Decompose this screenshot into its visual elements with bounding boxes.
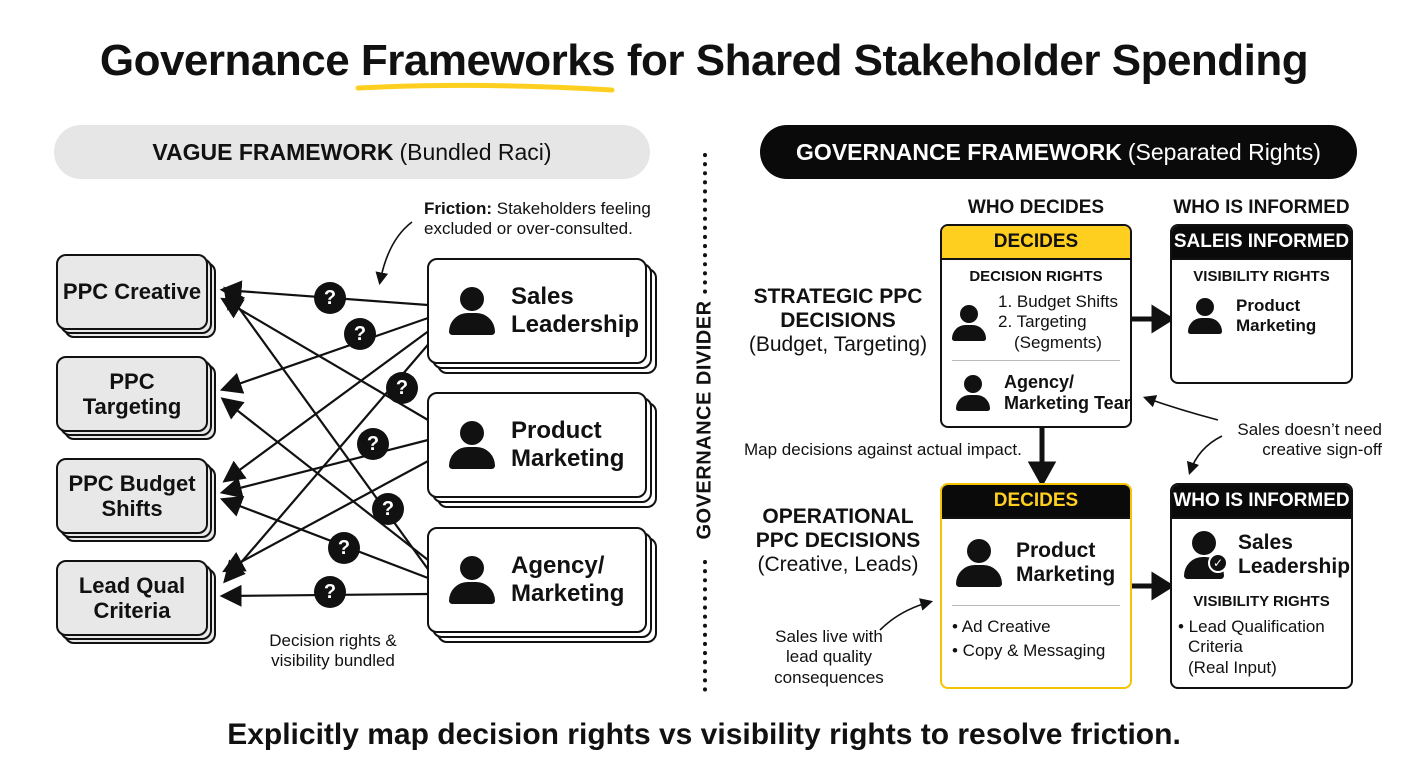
person-icon bbox=[449, 421, 495, 469]
decision-item: 2. Targeting bbox=[998, 312, 1087, 332]
title-part: for Shared Stakeholder Spending bbox=[615, 36, 1309, 85]
task-ppc-creative: PPC Creative bbox=[56, 254, 218, 338]
visibility-item: Criteria bbox=[1188, 637, 1243, 657]
question-icon: ? bbox=[386, 372, 418, 404]
person-icon bbox=[956, 374, 990, 411]
operational-decides-box: DECIDES Product Marketing • Ad Creative … bbox=[940, 483, 1132, 689]
visibility-rights-label: VISIBILITY RIGHTS bbox=[1193, 268, 1330, 285]
informed-header: WHO IS INFORMED bbox=[1172, 485, 1351, 519]
decider-label: Product Marketing bbox=[1016, 539, 1116, 587]
stakeholder-agency-marketing: Agency/ Marketing bbox=[427, 527, 659, 647]
question-icon: ? bbox=[328, 532, 360, 564]
title-highlight: Frameworks bbox=[360, 36, 616, 85]
bundled-note: Decision rights & visibility bundled bbox=[269, 631, 397, 671]
visibility-item: (Real Input) bbox=[1188, 657, 1277, 677]
informed-header: SALEIS INFORMED bbox=[1172, 226, 1351, 260]
decides-header: DECIDES bbox=[942, 485, 1130, 519]
question-icon: ? bbox=[372, 493, 404, 525]
row-strategic: STRATEGIC PPC DECISIONS(Budget, Targetin… bbox=[748, 285, 928, 357]
vague-framework-header: VAGUE FRAMEWORK(Bundled Raci) bbox=[54, 125, 650, 179]
question-icon: ? bbox=[357, 428, 389, 460]
title-part: Governance bbox=[99, 36, 361, 85]
task-ppc-targeting: PPC Targeting bbox=[56, 356, 218, 440]
decider-label: Agency/ Marketing Team bbox=[1004, 372, 1132, 413]
task-label: PPC Budget Shifts bbox=[56, 458, 208, 534]
person-icon bbox=[449, 287, 495, 335]
sales-live-note: Sales live with lead quality consequence… bbox=[774, 627, 884, 687]
decision-item: • Copy & Messaging bbox=[952, 641, 1106, 661]
stakeholder-product-marketing: Product Marketing bbox=[427, 392, 659, 512]
governance-framework-header: GOVERNANCE FRAMEWORK(Separated Rights) bbox=[760, 125, 1357, 179]
strategic-informed-box: SALEIS INFORMED VISIBILITY RIGHTS Produc… bbox=[1170, 224, 1353, 384]
decision-item: • Ad Creative bbox=[952, 617, 1051, 636]
person-icon bbox=[956, 539, 1002, 588]
person-icon bbox=[952, 304, 986, 341]
sales-signoff-note: Sales doesn’t need creative sign-off bbox=[1237, 420, 1382, 460]
person-icon bbox=[1188, 297, 1222, 334]
stakeholder-sales-leadership: Sales Leadership bbox=[427, 258, 659, 378]
footer-caption: Explicitly map decision rights vs visibi… bbox=[227, 718, 1181, 751]
col-who-informed: WHO IS INFORMED bbox=[1173, 197, 1350, 218]
strategic-decides-box: DECIDES DECISION RIGHTS 1. Budget Shifts… bbox=[940, 224, 1132, 428]
informed-label: Product Marketing bbox=[1236, 296, 1317, 335]
stakeholder-label: Product Marketing bbox=[511, 417, 625, 472]
col-who-decides: WHO DECIDES bbox=[967, 197, 1105, 218]
operational-informed-box: WHO IS INFORMED ✓ Sales Leadership VISIB… bbox=[1170, 483, 1353, 689]
person-icon bbox=[449, 556, 495, 604]
question-icon: ? bbox=[314, 576, 346, 608]
governance-divider: GOVERNANCE DIVIDER bbox=[693, 300, 716, 540]
task-label: PPC Creative bbox=[56, 254, 208, 330]
decides-header: DECIDES bbox=[942, 226, 1130, 260]
person-check-icon: ✓ bbox=[1184, 531, 1228, 580]
page-title: Governance Frameworks for Shared Stakeho… bbox=[0, 36, 1408, 86]
task-label: PPC Targeting bbox=[56, 356, 208, 432]
visibility-rights-label: VISIBILITY RIGHTS bbox=[1193, 593, 1330, 610]
map-decisions-note: Map decisions against actual impact. bbox=[744, 440, 1022, 459]
friction-note: Friction: Stakeholders feeling excluded … bbox=[424, 199, 651, 239]
informed-label: Sales Leadership bbox=[1238, 531, 1351, 579]
stakeholder-label: Sales Leadership bbox=[511, 283, 640, 338]
visibility-item: • Lead Qualification bbox=[1178, 617, 1325, 636]
row-operational: OPERATIONAL PPC DECISIONS(Creative, Lead… bbox=[755, 505, 921, 577]
stakeholder-label: Agency/ Marketing bbox=[511, 552, 625, 607]
task-ppc-budget-shifts: PPC Budget Shifts bbox=[56, 458, 218, 542]
question-icon: ? bbox=[344, 318, 376, 350]
decision-item: (Segments) bbox=[1014, 332, 1102, 352]
decision-rights-label: DECISION RIGHTS bbox=[969, 268, 1103, 285]
question-icon: ? bbox=[314, 282, 346, 314]
decision-item: 1. Budget Shifts bbox=[998, 292, 1119, 311]
task-lead-qual-criteria: Lead Qual Criteria bbox=[56, 560, 218, 644]
task-label: Lead Qual Criteria bbox=[56, 560, 208, 636]
